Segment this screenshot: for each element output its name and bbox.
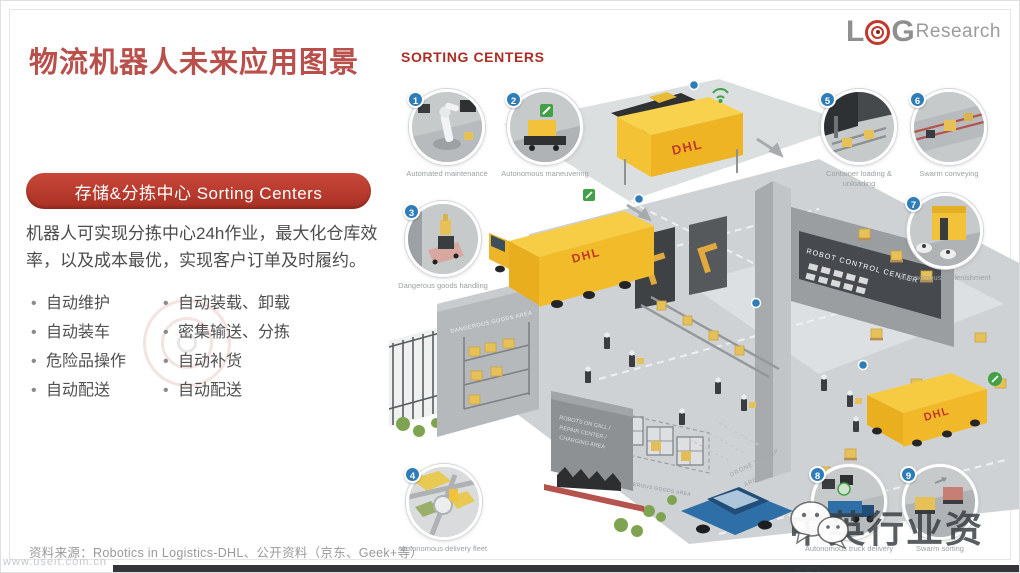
callout-6: 6 Swarm conveying [903,89,995,179]
path-arrows [626,137,784,222]
callout-icon-dangerous-goods [405,201,481,277]
isometric-scene: DANGEROUS GOODS AREA [389,79,1019,544]
repair-wall: ROBOTS ON CALL / REPAIR CENTER / CHARGIN… [544,391,644,512]
url-watermark: www.useit.com.cn [3,556,108,568]
callout-label: Swarm conveying [919,169,979,178]
callout-2: 2 Autonomous maneuvering [499,89,591,179]
callout-7: 7 Autonomous replenishment [899,193,991,283]
callout-number: 1 [407,91,424,108]
callout-label: Automated maintenance [406,169,488,178]
dhl-truck-left: DHL [489,211,654,308]
right-wall [755,181,791,483]
callout-number: 4 [404,466,421,483]
callout-label: Container loading & unloading [826,169,892,188]
logo-letter-g: G [891,15,915,48]
bullet-item: 自动配送 [31,376,161,405]
bullet-item: 自动配送 [163,376,363,405]
page-title: 物流机器人未来应用图景 [29,47,360,79]
callout-number: 5 [819,91,836,108]
callout-1: 1 Automated maintenance [401,89,493,179]
callout-label: Dangerous goods handling [398,281,488,290]
bullet-item: 自动装载、卸载 [163,289,363,318]
bullet-item: 密集输送、分拣 [163,318,363,347]
dhl-truck-right: DHL [853,372,1002,447]
conveyor [640,295,780,379]
bullet-list-left: 自动维护 自动装车 危险品操作 自动配送 [31,289,161,406]
wifi-icon [712,87,729,99]
callout-number: 8 [809,466,826,483]
callout-label: Autonomous delivery fleet [400,544,488,553]
fence [389,325,448,427]
callout-number: 7 [905,195,922,212]
bullet-list-right: 自动装载、卸载 密集输送、分拣 自动补货 自动配送 [163,289,363,406]
callout-5: 5 Container loading & unloading [813,89,905,189]
callout-label: Swarm sorting [916,544,964,553]
callout-icon-autonomous-replenishment [907,193,983,269]
bullet-item: 危险品操作 [31,347,161,376]
section-heading: SORTING CENTERS [401,49,545,65]
section-banner: 存储&分拣中心 Sorting Centers [26,173,371,209]
sorting-center-illustration: DANGEROUS GOODS AREA [389,79,1019,572]
dhl-logo-text: DHL [670,136,704,158]
bottom-bar [113,565,1019,572]
logo-letter-l: L [846,15,865,48]
callout-number: 3 [403,203,420,220]
callout-number: 9 [900,466,917,483]
wechat-icon [790,501,849,549]
dhl-container: DHL [617,87,743,185]
logo-research-text: Research [915,21,1001,42]
callout-icon-autonomous-maneuvering [507,89,583,165]
callout-3: 3 Dangerous goods handling [397,201,489,291]
bullet-item: 自动装车 [31,318,161,347]
callout-number: 6 [909,91,926,108]
bullet-item: 自动维护 [31,289,161,318]
wechat-watermark-badge: 中英行业资讯 [789,499,1019,572]
section-description: 机器人可实现分拣中心24h作业，最大化仓库效率，以及成本最优，实现客户订单及时履… [26,224,378,270]
source-line: 资料来源：Robotics in Logistics-DHL、公开资料（京东、G… [29,546,424,560]
warehouse-robots [585,332,862,425]
logresearch-logo: L G Research [846,15,1001,49]
target-icon [865,19,891,45]
callout-4: 4 Autonomous delivery fleet [398,464,490,554]
bushes [396,417,677,537]
callout-label: Autonomous truck delivery [804,544,894,553]
bullet-item: 自动补货 [163,347,363,376]
callout-label: Autonomous maneuvering [501,169,589,178]
callout-number: 2 [505,91,522,108]
callout-9: 9 Swarm sorting [894,464,986,554]
blue-car [681,487,793,535]
callout-label: Autonomous replenishment [899,273,991,282]
